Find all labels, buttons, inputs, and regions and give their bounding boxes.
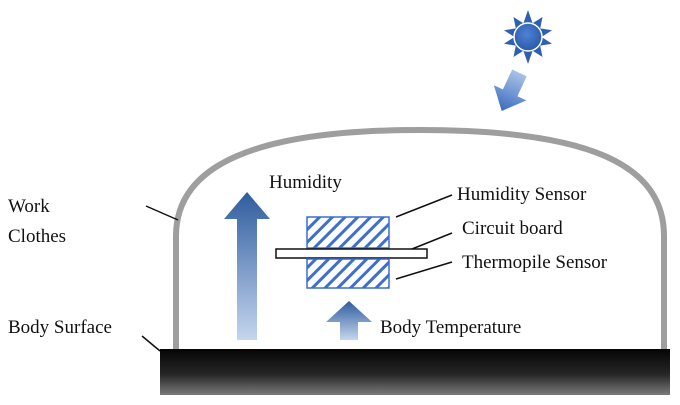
thermopile-sensor-label: Thermopile Sensor [462,252,608,273]
circuit-board-label: Circuit board [462,218,563,239]
sun-icon [504,10,552,64]
body-temperature-arrow [326,301,372,340]
sunlight-arrow-icon [493,69,527,111]
work-clothes-label-line2: Clothes [8,226,66,247]
work-clothes-label-line1: Work [8,196,50,217]
humidity-sensor-label: Humidity Sensor [457,184,587,205]
work-clothes-leader [145,205,179,221]
circuit-board-leader [411,232,453,250]
thermopile-sensor-block [306,258,390,289]
body-temperature-label: Body Temperature [380,317,521,338]
humidity-arrow [224,192,270,340]
circuit-board [275,248,428,259]
body-surface-leader [141,335,161,352]
body-surface-label: Body Surface [8,317,112,338]
body-surface-slab [160,349,670,395]
humidity-sensor-block [306,216,390,249]
thermopile-sensor-leader [395,261,453,280]
work-clothes-outline [173,126,667,349]
humidity-label: Humidity [269,172,342,193]
humidity-sensor-leader [395,194,453,218]
